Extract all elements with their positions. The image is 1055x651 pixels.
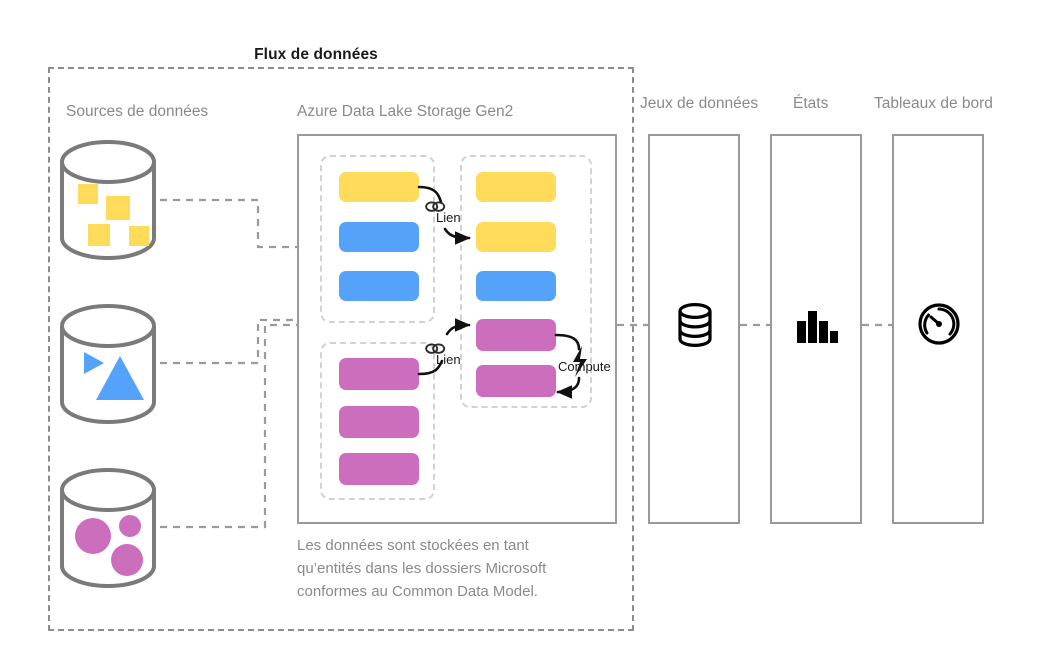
column-header-datalake: Azure Data Lake Storage Gen2 bbox=[297, 103, 514, 120]
storage-caption: Les données sont stockées en tant qu’ent… bbox=[297, 537, 547, 600]
lightning-bolt-icon bbox=[573, 346, 587, 377]
triangle-up-icon bbox=[96, 356, 144, 400]
entity-chip-pink-1[interactable] bbox=[476, 319, 556, 351]
datasets-panel bbox=[648, 134, 740, 524]
entity-chip-yellow-2[interactable] bbox=[476, 172, 556, 202]
source-cylinder-pink bbox=[60, 468, 156, 588]
column-header-datasets: Jeux de données bbox=[640, 95, 759, 112]
entity-chip-blue-1[interactable] bbox=[339, 222, 419, 252]
flux-de-donnees-container bbox=[48, 67, 634, 631]
link-label-top: Lien bbox=[436, 210, 461, 225]
page-title: Flux de données bbox=[254, 46, 378, 63]
triangle-right-icon bbox=[84, 352, 104, 374]
dashboards-panel bbox=[892, 134, 984, 524]
blue-triangle-group bbox=[84, 352, 144, 400]
entity-chip-blue-3[interactable] bbox=[476, 271, 556, 301]
entity-chip-pink-5[interactable] bbox=[339, 453, 419, 485]
link-chain-icon-bottom bbox=[425, 343, 446, 354]
datalake-arrows bbox=[417, 185, 587, 399]
source-cylinder-blue bbox=[60, 304, 156, 424]
link-chain-icon-top bbox=[425, 201, 446, 212]
yellow-square-group bbox=[78, 184, 149, 246]
entity-chip-pink-4[interactable] bbox=[339, 406, 419, 438]
entity-chip-blue-2[interactable] bbox=[339, 271, 419, 301]
database-stack-icon bbox=[678, 302, 712, 347]
column-header-dashboards: Tableaux de bord bbox=[874, 95, 993, 112]
source-cylinder-yellow bbox=[60, 140, 156, 260]
column-header-sources: Sources de données bbox=[66, 103, 209, 120]
entity-chip-pink-3[interactable] bbox=[339, 358, 419, 390]
entity-chip-pink-2[interactable] bbox=[476, 365, 556, 397]
link-label-bottom: Lien bbox=[436, 352, 461, 367]
entity-group-right bbox=[460, 155, 592, 408]
entity-chip-yellow-1[interactable] bbox=[339, 172, 419, 202]
entity-group-top-left bbox=[320, 155, 435, 323]
column-header-reports: États bbox=[793, 95, 829, 112]
bar-chart-icon bbox=[797, 311, 838, 343]
entity-group-bottom-left bbox=[320, 342, 435, 500]
gauge-icon bbox=[918, 303, 960, 345]
pink-circle-group bbox=[75, 515, 143, 576]
compute-label: Compute bbox=[558, 359, 611, 374]
entity-chip-yellow-3[interactable] bbox=[476, 222, 556, 252]
